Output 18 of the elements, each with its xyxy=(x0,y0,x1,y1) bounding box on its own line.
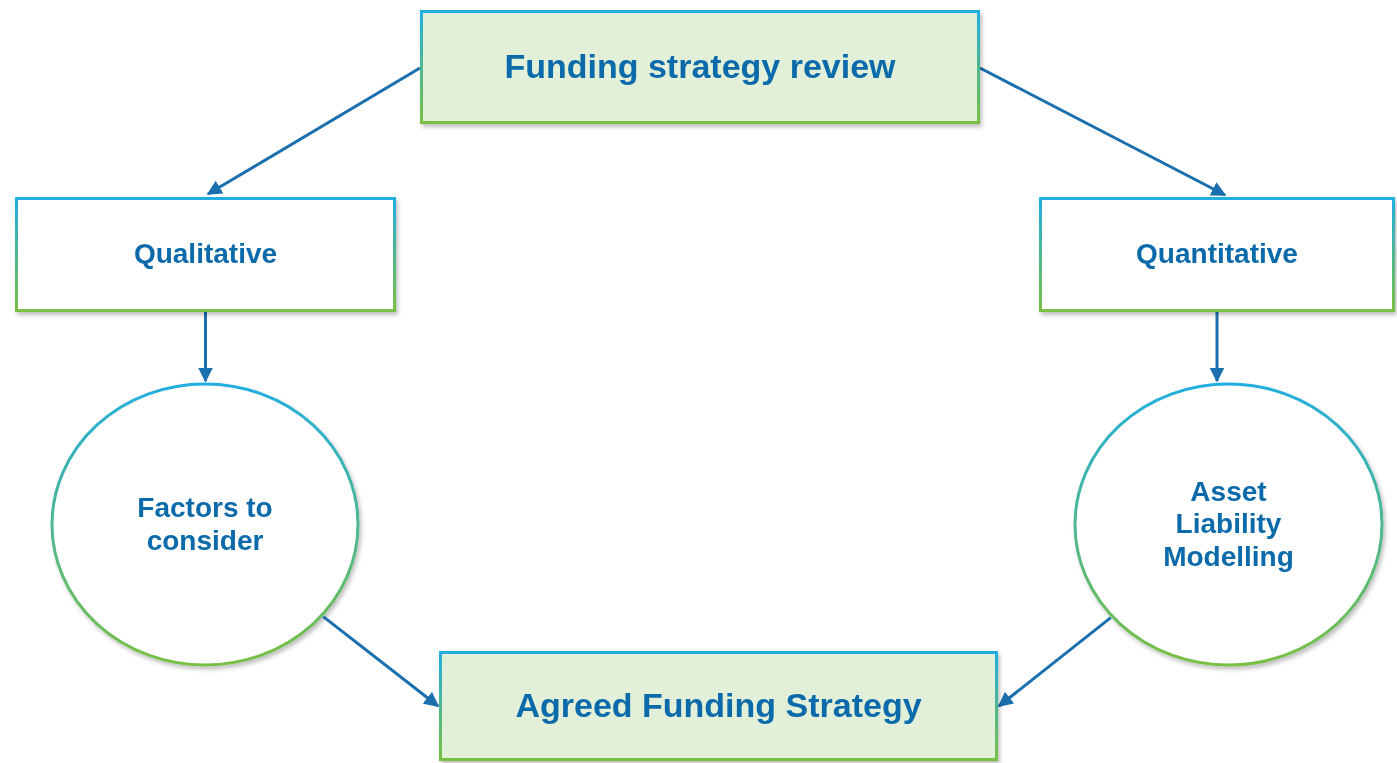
process-box xyxy=(1039,197,1395,312)
node-label: Funding strategy review xyxy=(504,47,896,87)
arrow xyxy=(1209,312,1225,383)
arrow xyxy=(206,66,421,196)
node-label: Quantitative xyxy=(1136,238,1298,271)
node-label: Asset Liability Modelling xyxy=(1162,476,1295,573)
arrow xyxy=(198,312,213,383)
node-label: Factors to consider xyxy=(136,492,274,557)
process-box xyxy=(420,10,980,124)
node-label: Qualitative xyxy=(133,238,278,271)
process-circle xyxy=(50,382,360,667)
process-circle xyxy=(1073,382,1384,667)
process-box xyxy=(15,197,396,312)
process-box xyxy=(439,651,998,761)
node-label: Agreed Funding Strategy xyxy=(515,686,922,726)
arrow xyxy=(322,615,440,708)
arrow xyxy=(979,66,1227,197)
arrow xyxy=(997,616,1112,708)
